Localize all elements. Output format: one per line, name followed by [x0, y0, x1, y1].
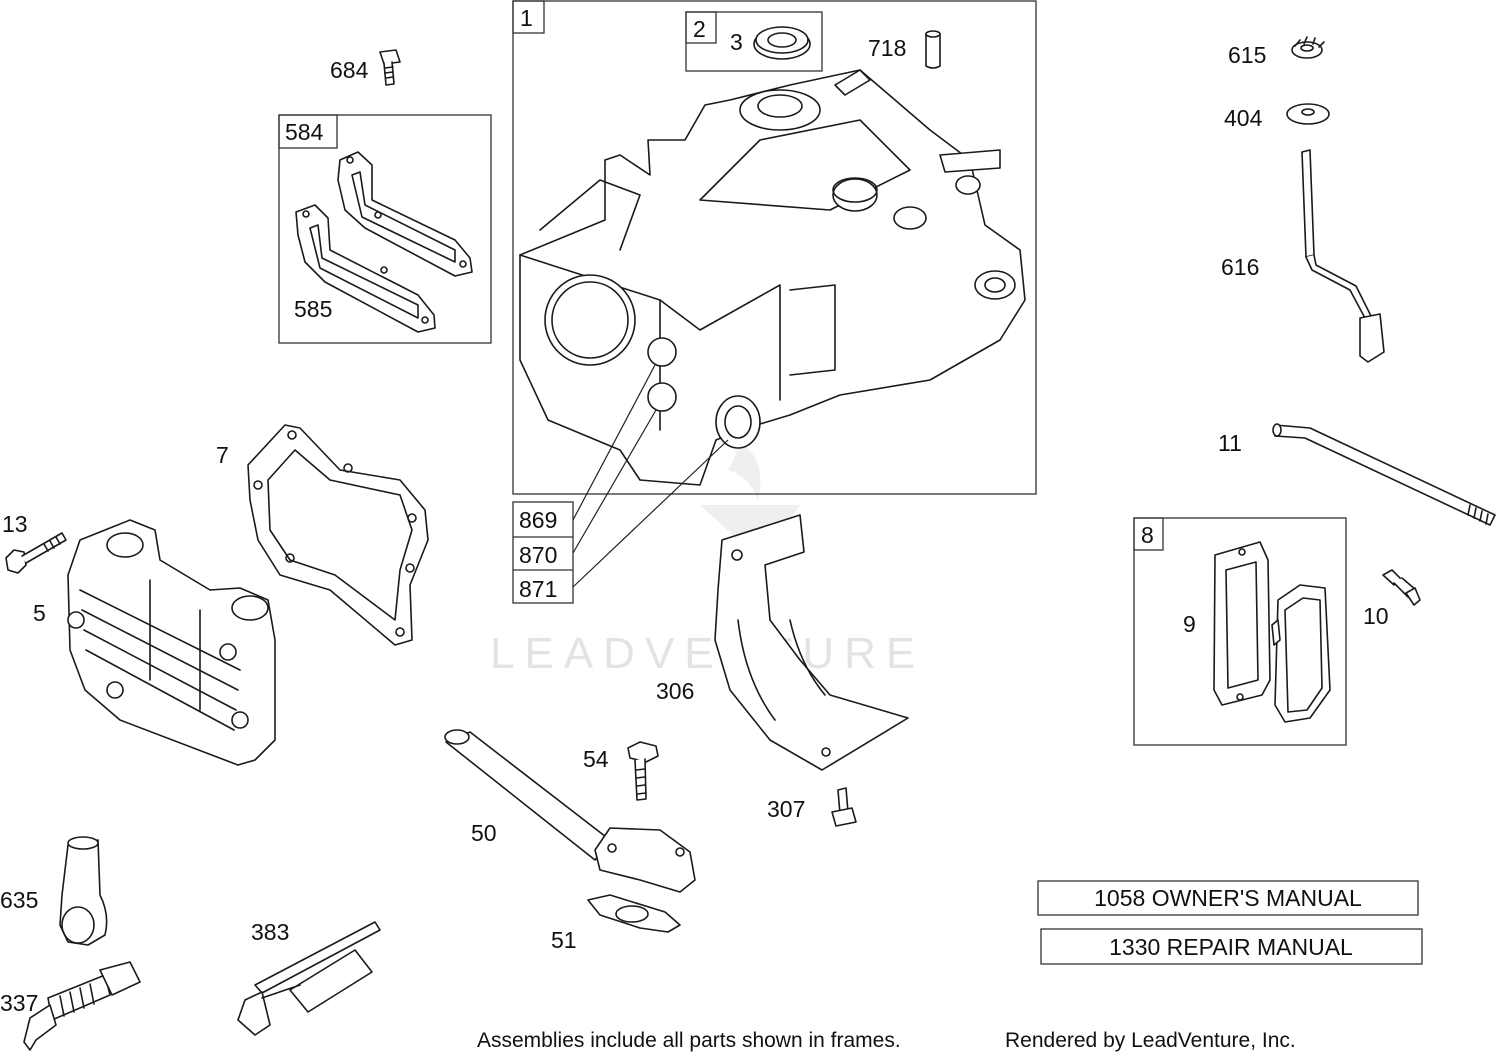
leader-871	[572, 439, 729, 588]
label-11[interactable]: 11	[1218, 430, 1242, 456]
part-307-screw[interactable]	[831, 787, 857, 827]
label-870[interactable]: 870	[519, 542, 557, 568]
repair-manual-label[interactable]: 1330 REPAIR MANUAL	[1109, 934, 1353, 960]
footer-note: Assemblies include all parts shown in fr…	[477, 1029, 901, 1052]
label-871[interactable]: 871	[519, 576, 557, 602]
part-718-dowel-pin[interactable]	[925, 30, 941, 69]
part-383-armature[interactable]	[237, 921, 381, 1036]
frame-1-tag	[512, 0, 545, 34]
part-7-head-gasket[interactable]	[247, 424, 429, 646]
frame-584	[278, 114, 492, 344]
frame-8	[1133, 517, 1347, 746]
label-383[interactable]: 383	[251, 919, 289, 945]
watermark-text: LEADVENTURE	[490, 629, 925, 678]
part-13-head-bolt[interactable]	[5, 532, 67, 574]
watermark-logo: LEADVENTURE	[490, 440, 925, 678]
label-585[interactable]: 585	[294, 296, 332, 322]
label-1[interactable]: 1	[520, 5, 533, 31]
part-54-bolt[interactable]	[627, 741, 659, 801]
part-585-gasket[interactable]	[295, 204, 436, 333]
label-54[interactable]: 54	[583, 746, 609, 772]
part-337-spark-plug[interactable]	[23, 961, 141, 1051]
frame-2-tag	[685, 11, 717, 44]
label-50[interactable]: 50	[471, 820, 497, 846]
label-616[interactable]: 616	[1221, 254, 1259, 280]
label-404[interactable]: 404	[1224, 105, 1263, 131]
part-11-tube[interactable]	[1272, 423, 1496, 526]
leader-869	[572, 364, 656, 521]
label-718[interactable]: 718	[868, 35, 906, 61]
label-10[interactable]: 10	[1363, 603, 1389, 629]
label-615[interactable]: 615	[1228, 42, 1266, 68]
label-684[interactable]: 684	[330, 57, 369, 83]
owners-manual-label[interactable]: 1058 OWNER'S MANUAL	[1094, 885, 1362, 911]
frame-584-tag	[278, 114, 338, 149]
part-3-oil-seal[interactable]	[753, 26, 811, 60]
part-615-retainer[interactable]	[1291, 36, 1325, 59]
label-2[interactable]: 2	[693, 16, 706, 42]
label-337[interactable]: 337	[0, 990, 38, 1016]
label-306[interactable]: 306	[656, 678, 694, 704]
part-8-breather-cover[interactable]	[1271, 584, 1331, 723]
label-8[interactable]: 8	[1141, 522, 1154, 548]
part-306-air-guide[interactable]	[714, 514, 909, 771]
part-1-cylinder-block[interactable]	[519, 69, 1026, 486]
label-13[interactable]: 13	[2, 511, 28, 537]
part-584-gasket[interactable]	[337, 151, 473, 277]
frame-8-tag	[1133, 517, 1164, 551]
label-5[interactable]: 5	[33, 600, 46, 626]
label-307[interactable]: 307	[767, 796, 805, 822]
label-869[interactable]: 869	[519, 507, 557, 533]
label-51[interactable]: 51	[551, 927, 577, 953]
frame-1	[512, 0, 1037, 495]
footer-rendered: Rendered by LeadVenture, Inc.	[1005, 1029, 1296, 1052]
label-584[interactable]: 584	[285, 119, 324, 145]
part-5-cylinder-head[interactable]	[67, 519, 276, 766]
part-635-spark-plug-boot[interactable]	[59, 836, 108, 946]
label-635[interactable]: 635	[0, 887, 38, 913]
label-3[interactable]: 3	[730, 29, 743, 55]
part-9-breather-gasket[interactable]	[1213, 541, 1271, 706]
part-51-intake-gasket[interactable]	[587, 894, 681, 933]
label-7[interactable]: 7	[216, 442, 229, 468]
part-50-intake-pipe[interactable]	[444, 729, 696, 893]
part-684-bolt[interactable]	[379, 49, 401, 86]
part-10-screw[interactable]	[1382, 569, 1421, 606]
part-404-washer[interactable]	[1286, 103, 1330, 125]
label-9[interactable]: 9	[1183, 611, 1196, 637]
part-616-governor-shaft[interactable]	[1301, 149, 1385, 363]
owners-manual-box	[1037, 880, 1419, 916]
repair-manual-box	[1040, 928, 1423, 965]
leader-870	[572, 409, 657, 554]
